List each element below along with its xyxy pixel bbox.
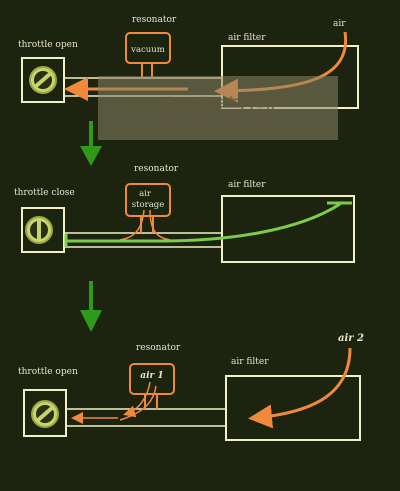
throttle-body [21,207,65,253]
air-filter-box [221,195,355,263]
throttle-plate-open-icon [29,66,57,94]
resonator-air-text: air [139,189,152,199]
throttle-open-label: throttle open [18,40,78,50]
sequence-down-arrow-icon-2 [80,281,102,332]
throttle-plate-closed-icon [25,216,53,244]
resonator-air-1-text: air 1 [140,371,163,381]
sequence-down-arrow-icon-1 [80,121,102,166]
throttle-body [23,389,67,437]
throttle-open-label: throttle open [18,367,78,377]
resonator-storage-text: storage [132,200,165,210]
resonator-box [129,363,175,395]
resonator-box [125,183,171,217]
watermark-box [98,76,338,140]
air-label: air [333,19,346,29]
resonator-box [125,32,171,64]
throttle-close-label: throttle close [14,188,75,198]
panel-middle: throttle close resonator air filter air … [14,164,355,263]
throttle-plate-open-icon [31,400,59,428]
reverse-pulse-flow-line [66,202,341,243]
air-filter-box [225,375,361,441]
air-1-release-arrow [123,381,151,418]
air-2-label: air 2 [338,333,364,344]
resonator-vacuum-text: vacuum [130,45,165,55]
air-filter-label: air filter [228,180,266,190]
storage-flow-left [119,209,145,241]
watermark-text: 參陸壹捌 [156,95,276,130]
panel-top: throttle open resonator air filter air v… [18,15,359,140]
resonator-label: resonator [132,15,177,25]
panel-bottom: throttle open resonator air filter air 2… [18,333,364,441]
storage-flow-right [149,209,171,241]
air-filter-label: air filter [231,357,269,367]
air-filter-label: air filter [228,33,266,43]
resonator-label: resonator [134,164,179,174]
incoming-air-2-flow-arrow [248,347,352,429]
resonator-label: resonator [136,343,181,353]
air-1-release-flow [119,385,157,421]
